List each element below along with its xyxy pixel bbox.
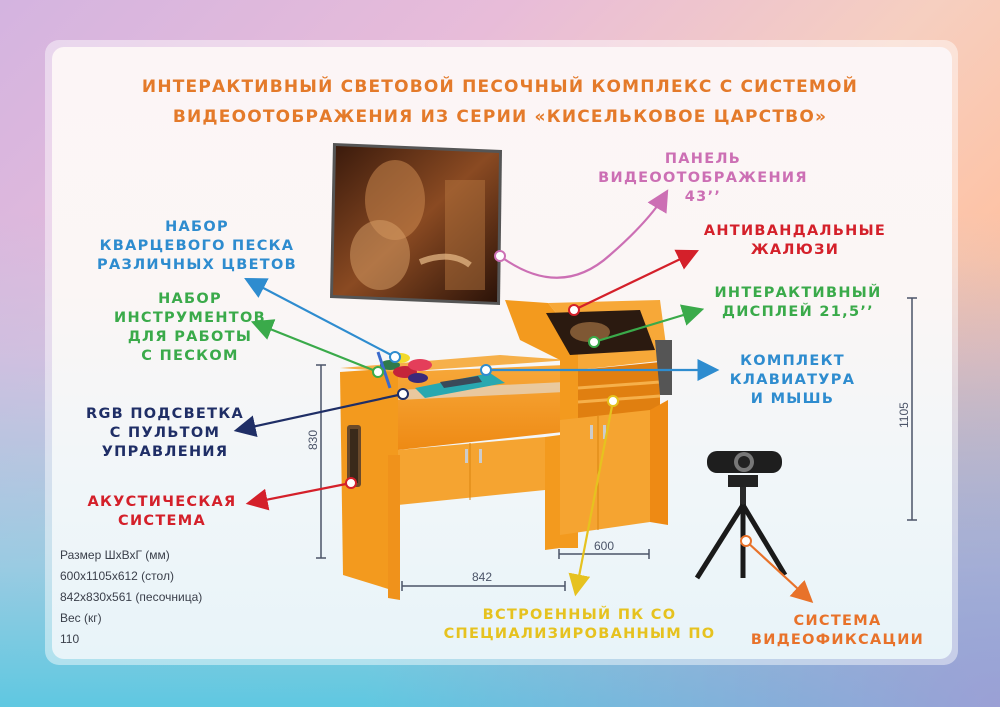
arrow-acoustic: [245, 481, 352, 511]
spec-weight: 110: [60, 632, 80, 646]
title-line-1: ИНТЕРАКТИВНЫЙ СВЕТОВОЙ ПЕСОЧНЫЙ КОМПЛЕКС…: [141, 77, 859, 97]
arrow-tools-set: [250, 319, 379, 374]
video-panel-image: [330, 143, 502, 305]
sandbox-table-furniture: [340, 300, 672, 600]
arrow-video-panel: [499, 189, 669, 279]
spec-size-label: Размер ШхВхГ (мм): [60, 548, 170, 562]
spec-table-size: 600х1105х612 (стол): [60, 569, 174, 583]
content-card: [52, 47, 952, 659]
dimension-842: 842: [472, 570, 493, 584]
arrow-sand-set: [244, 277, 396, 358]
title-line-2: ВИДЕООТОБРАЖЕНИЯ ИЗ СЕРИИ «КИСЕЛЬКОВОЕ Ц…: [172, 107, 828, 127]
arrow-pc: [568, 400, 615, 597]
dimension-1105: 1105: [897, 402, 911, 428]
arrow-display: [593, 304, 705, 344]
arrow-camera: [745, 540, 814, 603]
arrow-shutters: [573, 249, 699, 311]
spec-sandbox-size: 842х830х561 (песочница): [60, 590, 203, 604]
specifications: Размер ШхВхГ (мм) 600х1105х612 (стол) 84…: [60, 545, 202, 650]
dimension-600: 600: [594, 539, 615, 553]
arrow-rgb-light: [233, 392, 404, 437]
dimension-lines: [316, 297, 917, 591]
dimension-830: 830: [306, 429, 320, 450]
page-title: ИНТЕРАКТИВНЫЙ СВЕТОВОЙ ПЕСОЧНЫЙ КОМПЛЕКС…: [100, 72, 900, 132]
spec-weight-label: Вес (кг): [60, 611, 102, 625]
webcam-tripod-image: [694, 451, 788, 580]
